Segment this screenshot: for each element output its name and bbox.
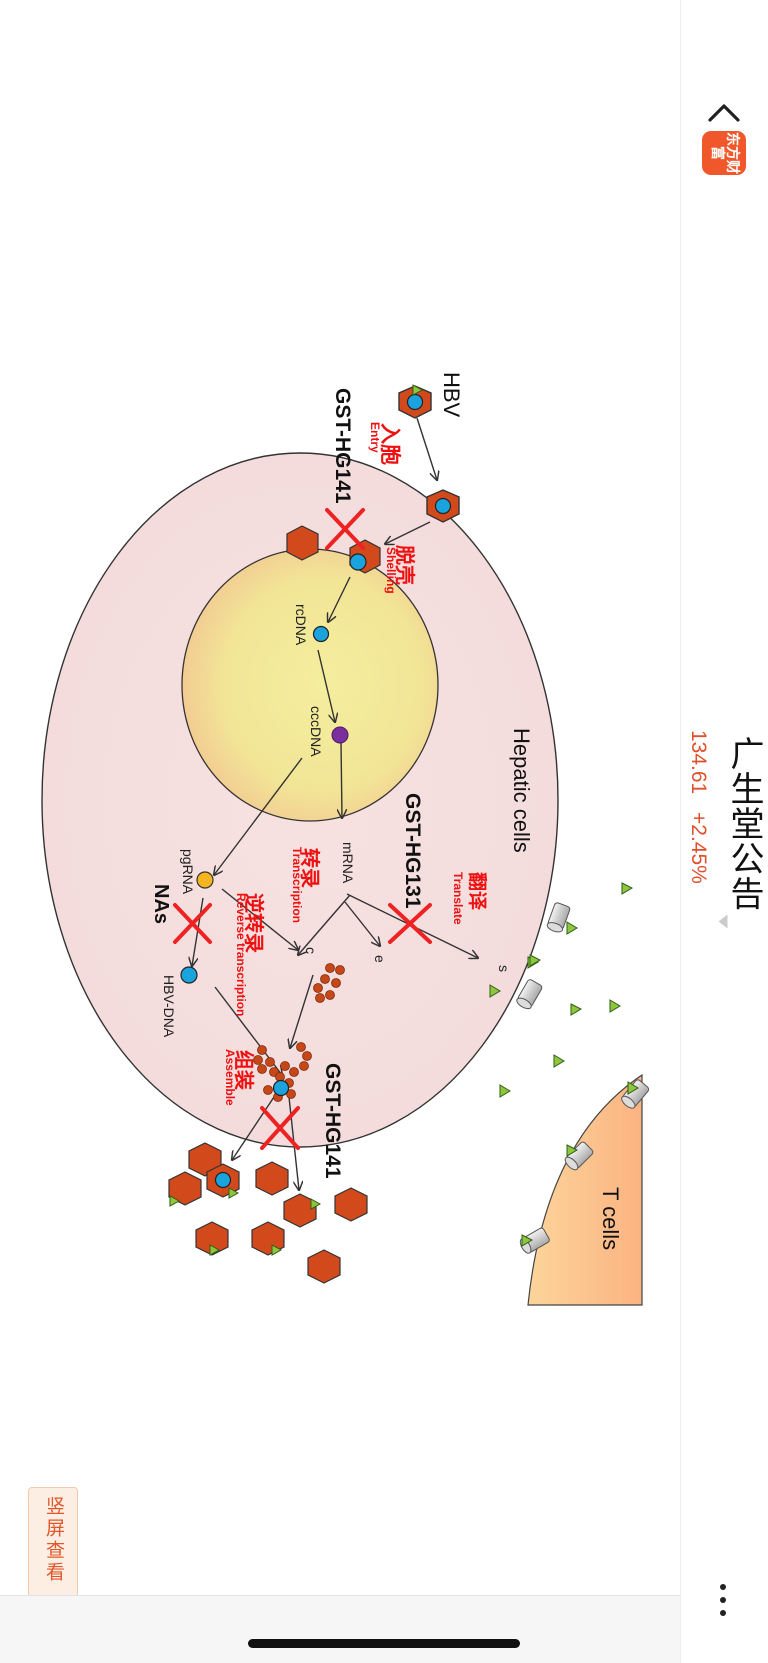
diagram-area: HBV 入胞 Entry GST-HG141 脱壳 Shelling rcDNA…: [28, 372, 650, 1597]
hbv-dna-core: [180, 966, 198, 984]
gst-hg131-label: GST-HG131: [401, 793, 424, 909]
nucleus: [181, 548, 439, 822]
free-antigens: [489, 882, 639, 1247]
rcdna-label: rcDNA: [293, 604, 309, 646]
cccdna-core: [331, 726, 349, 744]
assembling-capsid: [253, 1042, 312, 1102]
rcdna-core: [312, 625, 330, 643]
hbv-lifecycle-diagram: [41, 384, 650, 1306]
stock-price: 134.61: [687, 730, 710, 795]
gst-hg141-bottom-label: GST-HG141: [321, 1063, 344, 1179]
more-options-icon[interactable]: [712, 1580, 736, 1620]
pgrna-core: [196, 871, 214, 889]
released-virion-core: [214, 1171, 232, 1189]
assemble-en-label: Assemble: [223, 1049, 237, 1106]
t-cell: [527, 1073, 643, 1306]
pathway-arrows: [192, 417, 478, 1190]
hbv-dna-label: HBV-DNA: [161, 975, 177, 1038]
stock-change: +2.45%: [687, 812, 710, 884]
mrna-label: mRNA: [340, 842, 356, 884]
app-logo: 东方财富: [702, 131, 746, 175]
pgrna-label: pgRNA: [180, 849, 196, 895]
c-protein-label: c: [303, 947, 319, 954]
dropdown-caret-icon[interactable]: [718, 914, 728, 929]
released-virion-antigens: [169, 1187, 322, 1256]
translate-en-label: Translate: [451, 872, 465, 925]
e-antigen-label: e: [372, 955, 388, 963]
transcription-en-label: Transcription: [290, 847, 304, 924]
page-title: 广生堂公告: [724, 736, 764, 911]
gst-hg141-top-label: GST-HG141: [331, 388, 354, 504]
header-bar: [680, 0, 768, 1663]
capsid-entering: [349, 553, 367, 571]
translate-cn-label: 翻译: [466, 872, 487, 911]
t-cells-label: T cells: [598, 1187, 623, 1251]
reverse-transcription-en-label: Reverse transcription: [234, 893, 248, 1017]
bottom-bar: [0, 1595, 680, 1663]
hbv-label: HBV: [439, 372, 464, 418]
hepatic-cells-label: Hepatic cells: [509, 728, 534, 853]
shelling-en-label: Shelling: [384, 547, 398, 594]
back-button[interactable]: [704, 92, 744, 132]
portrait-view-button[interactable]: 竖屏查看: [28, 1487, 78, 1597]
cell-membrane-receptors: [516, 902, 571, 1010]
hbv-virion-outside: [398, 384, 432, 419]
s-antigen-label: s: [496, 965, 512, 972]
hbv-virion-membrane: [426, 489, 460, 523]
nas-label: NAs: [150, 884, 172, 925]
app-logo-text: 东方财富: [709, 132, 740, 174]
core-protein-cluster: [313, 963, 345, 1003]
chevron-left-icon: [708, 104, 740, 122]
cccdna-label: cccDNA: [308, 706, 324, 757]
assembled-core: [272, 1079, 290, 1097]
home-indicator[interactable]: [248, 1639, 520, 1648]
entry-en-label: Entry: [368, 422, 382, 453]
portrait-view-label: 竖屏查看: [43, 1496, 65, 1584]
inhibition-marks: [173, 508, 432, 1150]
